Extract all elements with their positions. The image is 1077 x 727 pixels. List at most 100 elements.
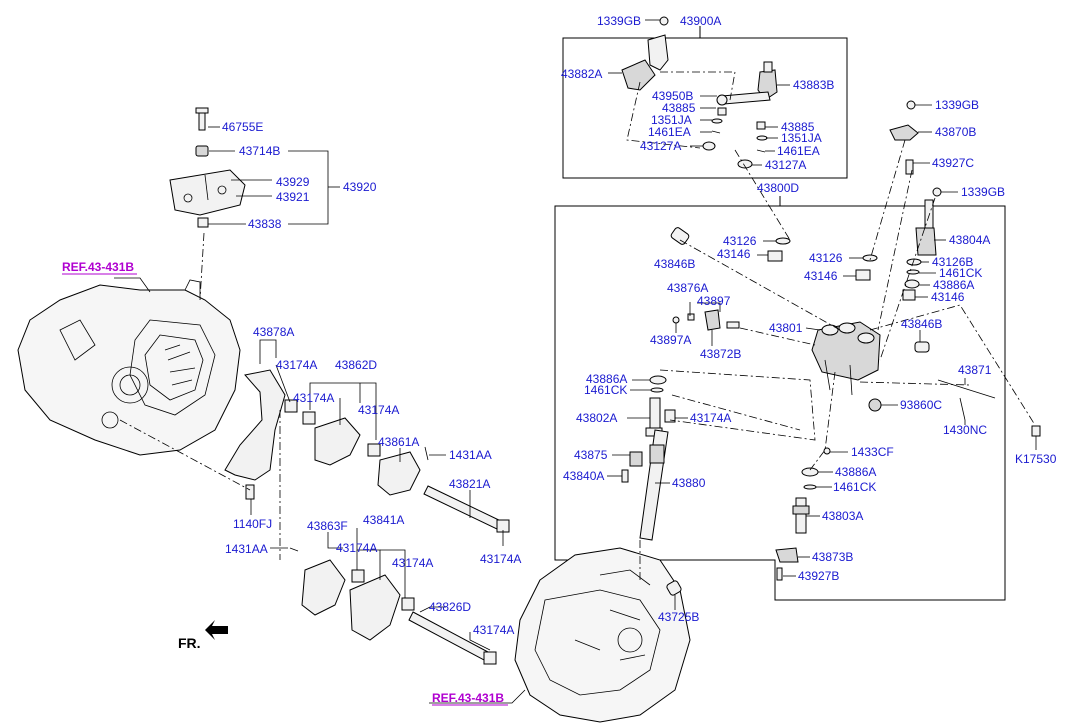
label-43800D: 43800D xyxy=(757,181,799,195)
part-43950B-rod xyxy=(716,91,771,106)
part-43841A-fork xyxy=(349,569,415,641)
part-1433CF xyxy=(823,447,831,455)
part-46755E-bolt xyxy=(195,107,209,131)
part-labels: 1339GB 43900A 43882A 43883B 43950B 43885… xyxy=(62,14,1057,705)
label-1351JA: 1351JA xyxy=(651,113,692,127)
label-43886A: 43886A xyxy=(933,278,974,292)
label-43929: 43929 xyxy=(276,175,310,189)
part-43886A-ring-left xyxy=(649,375,667,393)
label-43880: 43880 xyxy=(672,476,706,490)
label-43886A: 43886A xyxy=(586,372,627,386)
part-43803A xyxy=(792,497,810,534)
label-43714B: 43714B xyxy=(239,144,280,158)
front-direction-arrow-icon xyxy=(205,620,228,640)
label-43174A: 43174A xyxy=(473,623,514,637)
label-43802A: 43802A xyxy=(576,411,617,425)
label-1430NC: 1430NC xyxy=(943,423,987,437)
label-43873B: 43873B xyxy=(812,550,853,564)
label-43875: 43875 xyxy=(574,448,608,462)
label-43821A: 43821A xyxy=(449,477,490,491)
label-1461CK: 1461CK xyxy=(584,383,627,397)
dashed-connectors xyxy=(119,71,1036,580)
ref-label-top: REF.43-431B xyxy=(62,260,134,274)
part-43714B xyxy=(195,145,209,157)
label-43146: 43146 xyxy=(931,290,965,304)
label-43876A: 43876A xyxy=(667,281,708,295)
part-43920-bracket xyxy=(169,169,246,216)
label-43174A: 43174A xyxy=(276,358,317,372)
label-43920: 43920 xyxy=(343,180,377,194)
part-43801-housing xyxy=(811,321,881,396)
part-43725B xyxy=(666,580,682,596)
label-1431AA: 1431AA xyxy=(225,542,268,556)
label-43886A: 43886A xyxy=(835,465,876,479)
part-43882A-lever xyxy=(621,16,669,91)
label-43897A: 43897A xyxy=(650,333,691,347)
label-43921: 43921 xyxy=(276,190,310,204)
label-46755E: 46755E xyxy=(222,120,263,134)
label-43883B: 43883B xyxy=(793,78,834,92)
part-43871-pin xyxy=(937,379,996,421)
label-43863F: 43863F xyxy=(307,519,348,533)
label-43885: 43885 xyxy=(662,101,696,115)
part-43880-shaft xyxy=(639,429,669,541)
part-43174A-center xyxy=(664,409,676,423)
ref-underlines xyxy=(62,273,508,706)
part-43821A-rail xyxy=(423,485,510,533)
label-1461CK: 1461CK xyxy=(833,480,876,494)
part-43873B xyxy=(775,547,799,563)
part-43863F-fork xyxy=(289,547,346,616)
front-label: FR. xyxy=(178,635,201,651)
label-43841A: 43841A xyxy=(363,513,404,527)
label-43897: 43897 xyxy=(697,294,731,308)
part-1140FJ-bolt xyxy=(245,484,255,500)
label-1461CK: 1461CK xyxy=(939,266,982,280)
part-43846B-right xyxy=(914,341,930,353)
box-43900A xyxy=(562,26,848,179)
part-93860C xyxy=(868,398,882,412)
label-43846B: 43846B xyxy=(654,257,695,271)
label-43900A: 43900A xyxy=(680,14,721,28)
label-43174A: 43174A xyxy=(358,403,399,417)
label-43846B: 43846B xyxy=(901,317,942,331)
part-43875 xyxy=(629,451,643,467)
part-43861A-fork xyxy=(377,446,429,496)
label-1140FJ: 1140FJ xyxy=(233,517,272,531)
transmission-case-right xyxy=(514,547,691,723)
label-93860C: 93860C xyxy=(900,398,942,412)
part-43870B xyxy=(889,124,919,141)
label-43174A: 43174A xyxy=(293,391,334,405)
ref-label-bottom: REF.43-431B xyxy=(432,691,504,705)
label-43146: 43146 xyxy=(717,247,751,261)
label-1339GB: 1339GB xyxy=(961,185,1005,199)
label-43127A: 43127A xyxy=(765,158,806,172)
label-43861A: 43861A xyxy=(378,435,419,449)
part-43840A xyxy=(621,469,629,483)
label-43174A: 43174A xyxy=(690,411,731,425)
label-K17530: K17530 xyxy=(1015,452,1057,466)
label-43126: 43126 xyxy=(723,234,757,248)
label-43803A: 43803A xyxy=(822,509,863,523)
label-43927C: 43927C xyxy=(932,156,974,170)
label-1339GB: 1339GB xyxy=(935,98,979,112)
label-43840A: 43840A xyxy=(563,469,604,483)
label-43174A: 43174A xyxy=(336,541,377,555)
label-43174A: 43174A xyxy=(392,556,433,570)
transmission-case-left xyxy=(17,279,241,456)
label-1431AA: 1431AA xyxy=(449,448,492,462)
part-43804A xyxy=(915,199,937,256)
part-43862D-fork xyxy=(302,411,381,466)
leader-lines xyxy=(114,19,1037,704)
label-43826D: 43826D xyxy=(429,600,471,614)
label-43126B: 43126B xyxy=(932,255,973,269)
label-43725B: 43725B xyxy=(658,610,699,624)
part-1339GB-nuts xyxy=(906,100,942,197)
label-43127A: 43127A xyxy=(640,139,681,153)
label-43882A: 43882A xyxy=(561,67,602,81)
label-43878A: 43878A xyxy=(253,325,294,339)
box-43800D xyxy=(554,196,1006,601)
part-small-bushings xyxy=(702,107,768,169)
label-43950B: 43950B xyxy=(652,89,693,103)
label-43801: 43801 xyxy=(769,321,803,335)
